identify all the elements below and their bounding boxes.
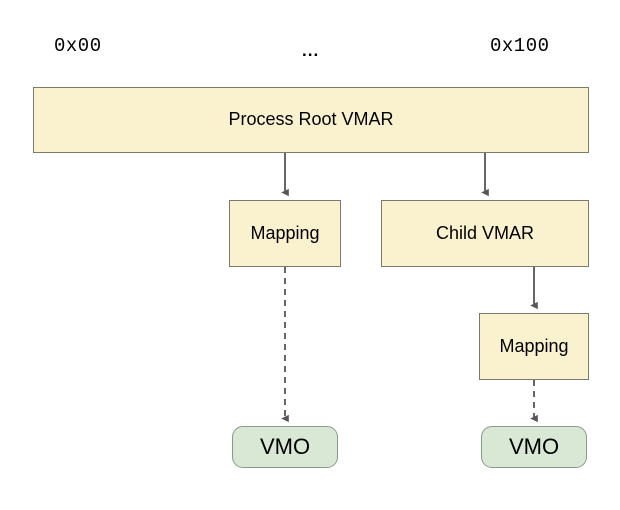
address-label-start: 0x00 [54,35,102,57]
node-left-mapping[interactable]: Mapping [229,200,341,267]
node-right-vmo[interactable]: VMO [481,426,587,468]
address-label-middle-ellipsis: ... [302,41,320,60]
address-label-end: 0x100 [490,35,550,57]
node-right-mapping[interactable]: Mapping [479,313,589,380]
node-process-root-vmar[interactable]: Process Root VMAR [33,87,589,153]
node-child-vmar[interactable]: Child VMAR [381,200,589,267]
node-left-vmo[interactable]: VMO [232,426,338,468]
